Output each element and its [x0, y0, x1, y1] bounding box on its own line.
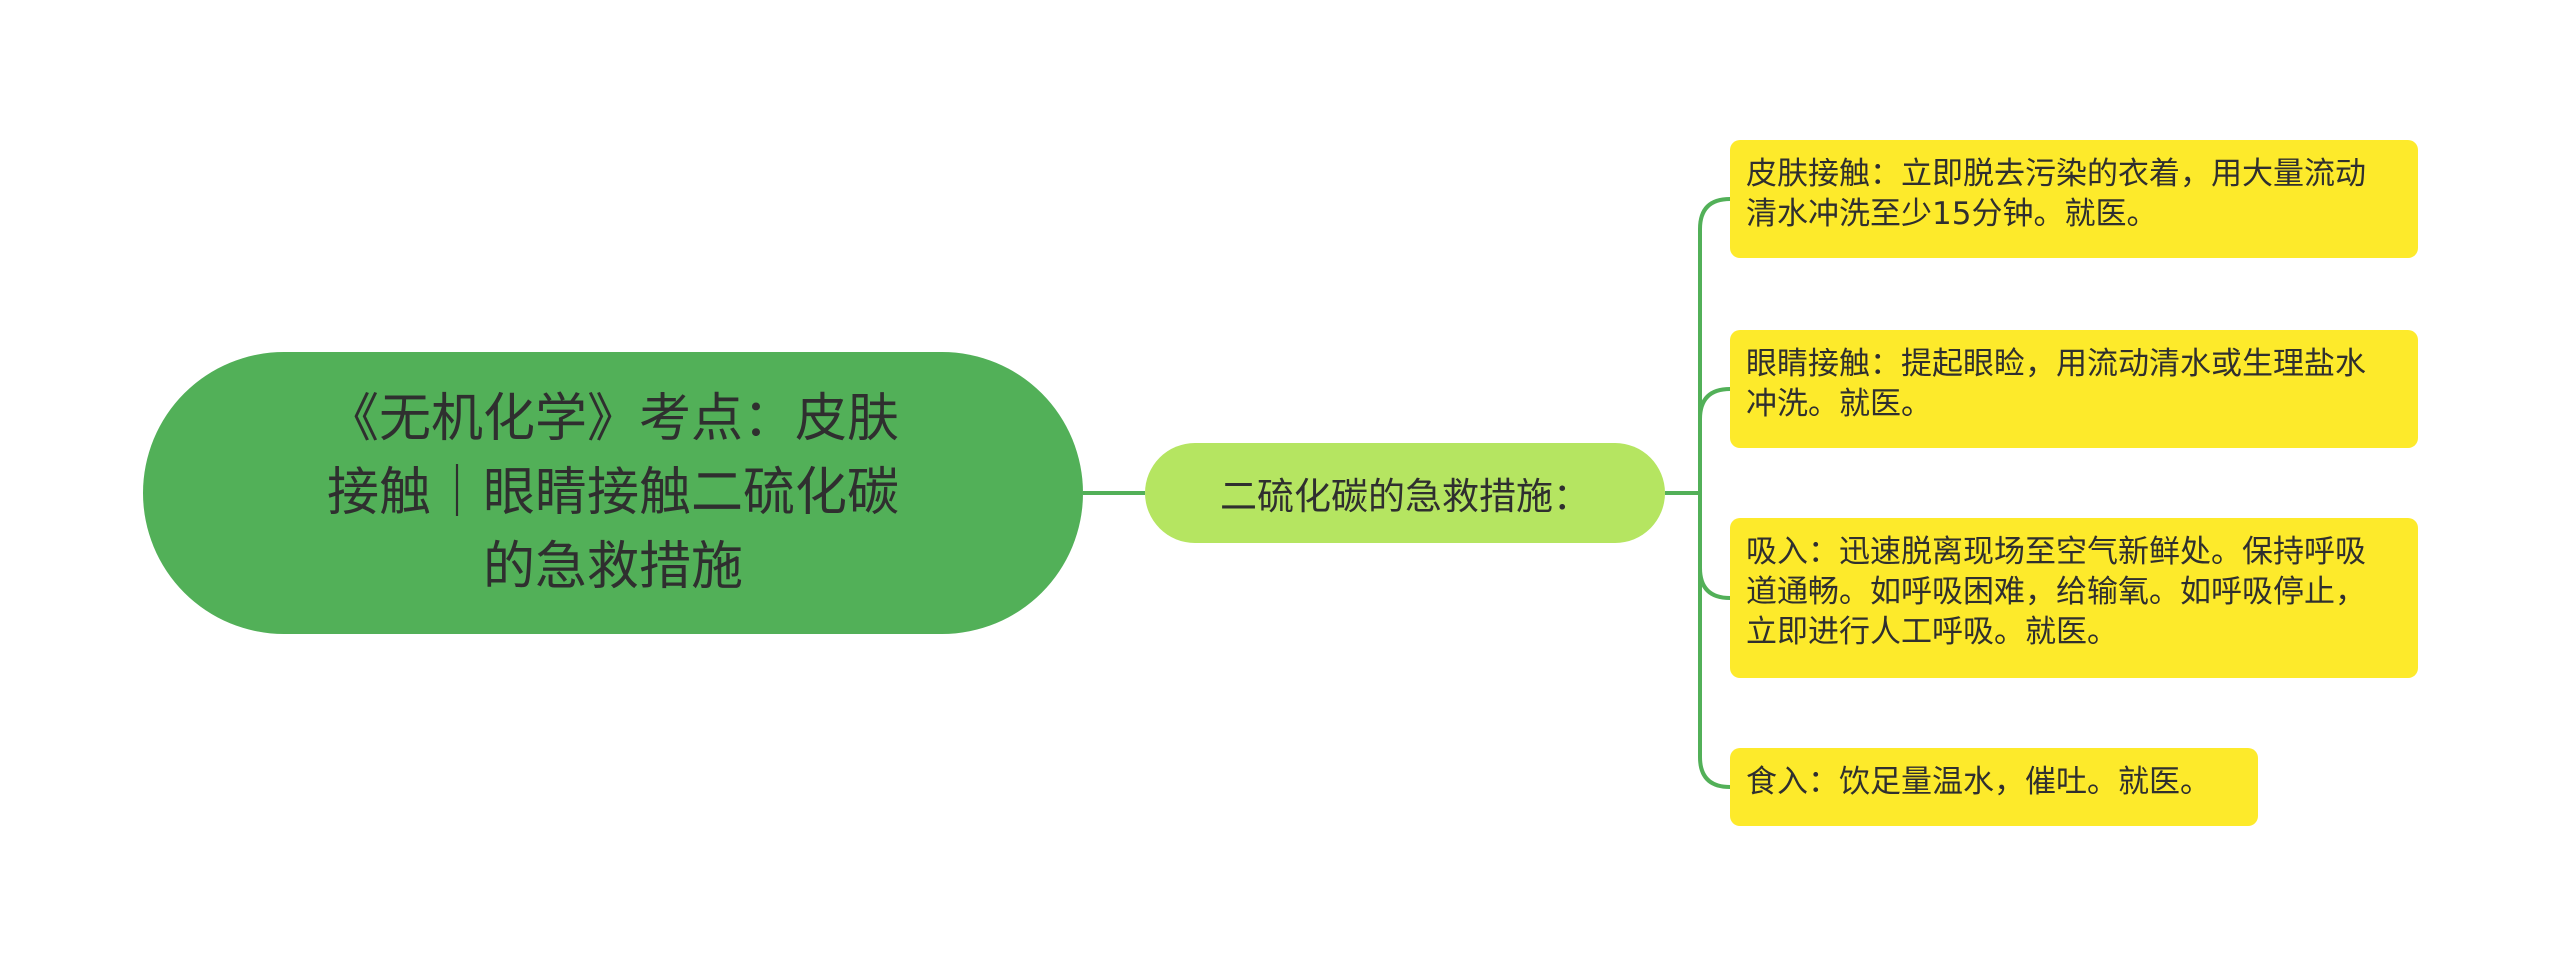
leaf-label: 吸入：迅速脱离现场至空气新鲜处。保持呼吸 道通畅。如呼吸困难，给输氧。如呼吸停止… — [1746, 534, 2366, 650]
leaf-label: 眼睛接触：提起眼睑，用流动清水或生理盐水 冲洗。就医。 — [1746, 346, 2366, 422]
leaf-4-connector — [1698, 493, 1731, 789]
leaf-label: 皮肤接触：立即脱去污染的衣着，用大量流动 清水冲洗至少15分钟。就医。 — [1746, 156, 2366, 232]
leaf-1-connector — [1698, 197, 1731, 493]
branch-topic-label: 二硫化碳的急救措施： — [1220, 475, 1590, 518]
root-topic-label: 《无机化学》考点：皮肤 接触｜眼睛接触二硫化碳 的急救措施 — [326, 389, 899, 597]
leaf-eye-contact[interactable]: 眼睛接触：提起眼睑，用流动清水或生理盐水 冲洗。就医。 — [1730, 330, 2418, 448]
leaf-3-connector — [1698, 493, 1731, 600]
leaf-2-connector — [1698, 387, 1731, 493]
leaf-inhalation[interactable]: 吸入：迅速脱离现场至空气新鲜处。保持呼吸 道通畅。如呼吸困难，给输氧。如呼吸停止… — [1730, 518, 2418, 678]
root-topic-node[interactable]: 《无机化学》考点：皮肤 接触｜眼睛接触二硫化碳 的急救措施 — [143, 352, 1083, 634]
leaf-ingestion[interactable]: 食入：饮足量温水，催吐。就医。 — [1730, 748, 2258, 826]
leaf-label: 食入：饮足量温水，催吐。就医。 — [1746, 764, 2211, 800]
branch-topic-node[interactable]: 二硫化碳的急救措施： — [1145, 443, 1665, 543]
leaf-skin-contact[interactable]: 皮肤接触：立即脱去污染的衣着，用大量流动 清水冲洗至少15分钟。就医。 — [1730, 140, 2418, 258]
